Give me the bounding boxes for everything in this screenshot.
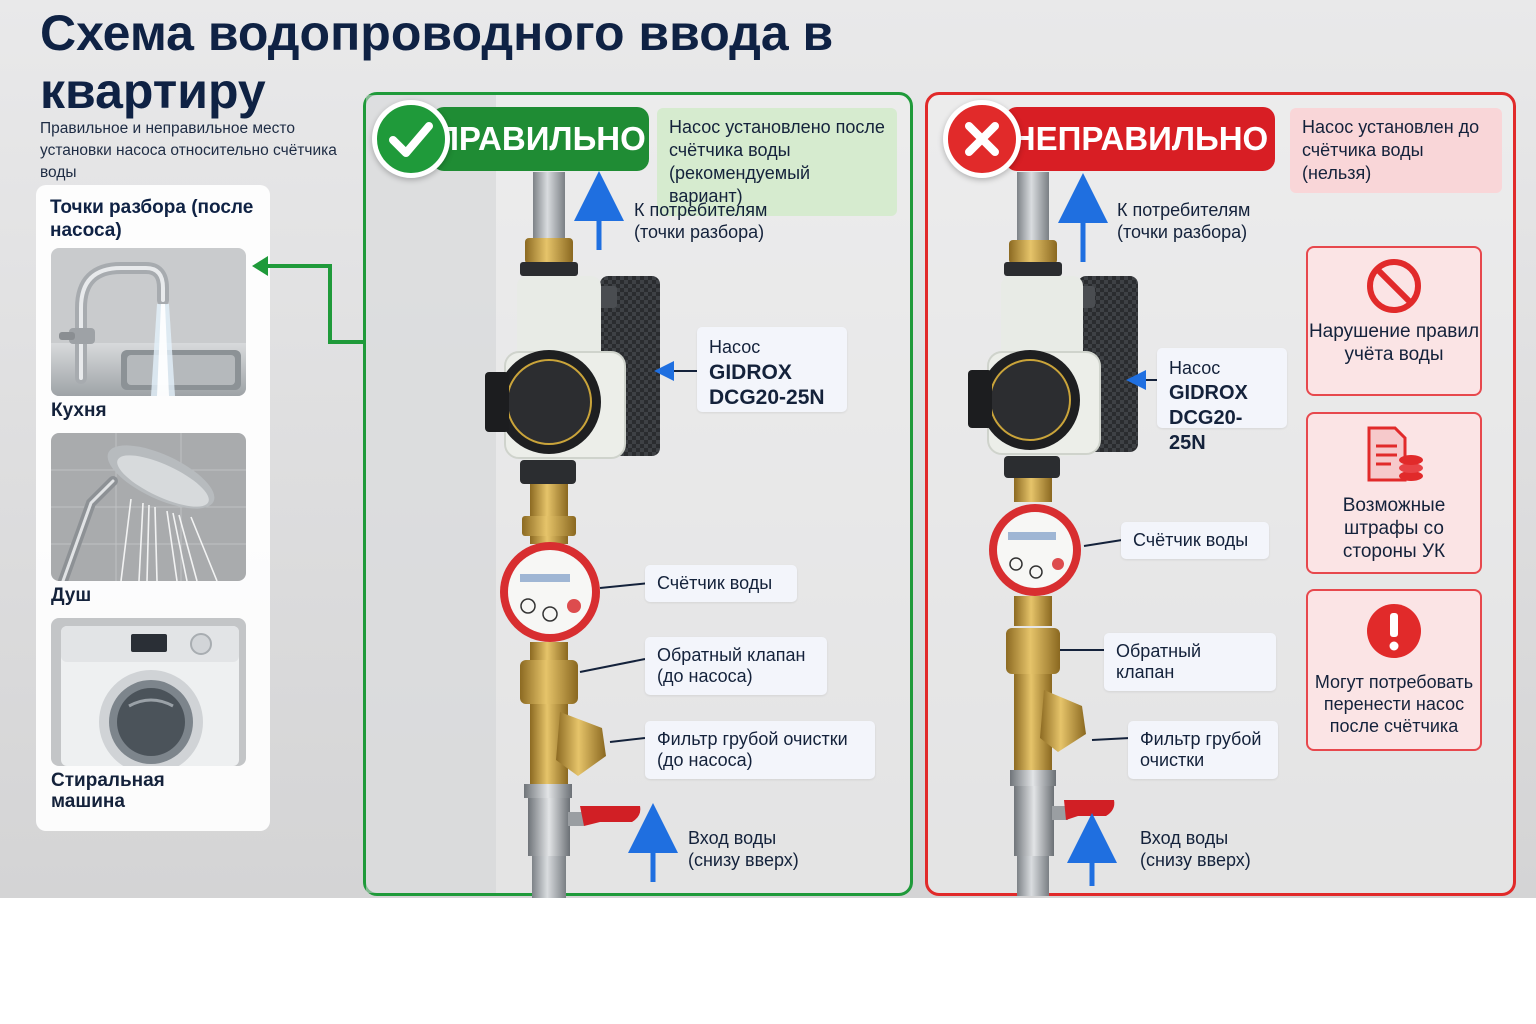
incorrect-consumers-label: К потребителям (точки разбора) bbox=[1117, 200, 1251, 242]
correct-consumers-label: К потребителям (точки разбора) bbox=[634, 200, 768, 242]
page-subtitle: Правильное и неправильное место установк… bbox=[40, 120, 337, 181]
cross-icon bbox=[943, 100, 1021, 178]
prohibited-icon bbox=[1367, 259, 1421, 313]
incorrect-pump-label: Насос GIDROX DCG20-25N bbox=[1157, 348, 1287, 454]
shower-label: Душ bbox=[51, 585, 92, 606]
warning-card: Возможные штрафы со стороны УК bbox=[1306, 412, 1482, 574]
pump-model-number: DCG20-25N bbox=[1169, 407, 1243, 454]
pump-label: Насос bbox=[1169, 358, 1221, 378]
correct-note: Насос установлено после счётчика воды (р… bbox=[657, 108, 897, 216]
washing-machine-icon bbox=[51, 618, 246, 766]
correct-filter-label: Фильтр грубой очистки (до насоса) bbox=[645, 721, 875, 779]
document-coins-icon bbox=[1367, 426, 1423, 482]
correct-heading: ПРАВИЛЬНО bbox=[432, 107, 649, 171]
page-title: Схема водопроводного ввода в квартиру bbox=[40, 5, 834, 119]
correct-inlet-label: Вход воды (снизу вверх) bbox=[688, 828, 799, 870]
warning-text: Нарушение правил учёта воды bbox=[1308, 321, 1480, 365]
incorrect-valve-label: Обратный клапан bbox=[1104, 633, 1276, 691]
incorrect-meter-label: Счётчик воды bbox=[1121, 522, 1269, 559]
kitchen-faucet-icon bbox=[51, 248, 246, 396]
pump-model-brand: GIDROX bbox=[1169, 382, 1248, 404]
warning-text: Могут потребовать перенести насос после … bbox=[1314, 672, 1474, 736]
warning-text: Возможные штрафы со стороны УК bbox=[1342, 495, 1446, 562]
incorrect-filter-label: Фильтр грубой очистки bbox=[1128, 721, 1278, 779]
consumers-title: Точки разбора (после насоса) bbox=[50, 197, 254, 241]
correct-valve-label: Обратный клапан (до насоса) bbox=[645, 637, 827, 695]
correct-meter-label: Счётчик воды bbox=[645, 565, 797, 602]
kitchen-label: Кухня bbox=[51, 400, 107, 421]
exclamation-icon bbox=[1367, 604, 1421, 658]
incorrect-note: Насос установлен до счётчика воды (нельз… bbox=[1290, 108, 1502, 193]
checkmark-icon bbox=[372, 100, 450, 178]
correct-pump-label: Насос GIDROX DCG20-25N bbox=[697, 327, 847, 412]
shower-head-icon bbox=[51, 433, 246, 581]
warning-card: Нарушение правил учёта воды bbox=[1306, 246, 1482, 396]
washing-machine-label: Стиральная машина bbox=[51, 770, 165, 812]
pump-model-brand: GIDROX bbox=[709, 361, 792, 384]
incorrect-inlet-label: Вход воды (снизу вверх) bbox=[1140, 828, 1251, 870]
incorrect-heading: НЕПРАВИЛЬНО bbox=[1005, 107, 1275, 171]
warning-card: Могут потребовать перенести насос после … bbox=[1306, 589, 1482, 751]
pump-label: Насос bbox=[709, 337, 761, 357]
pump-model-number: DCG20-25N bbox=[709, 386, 825, 409]
